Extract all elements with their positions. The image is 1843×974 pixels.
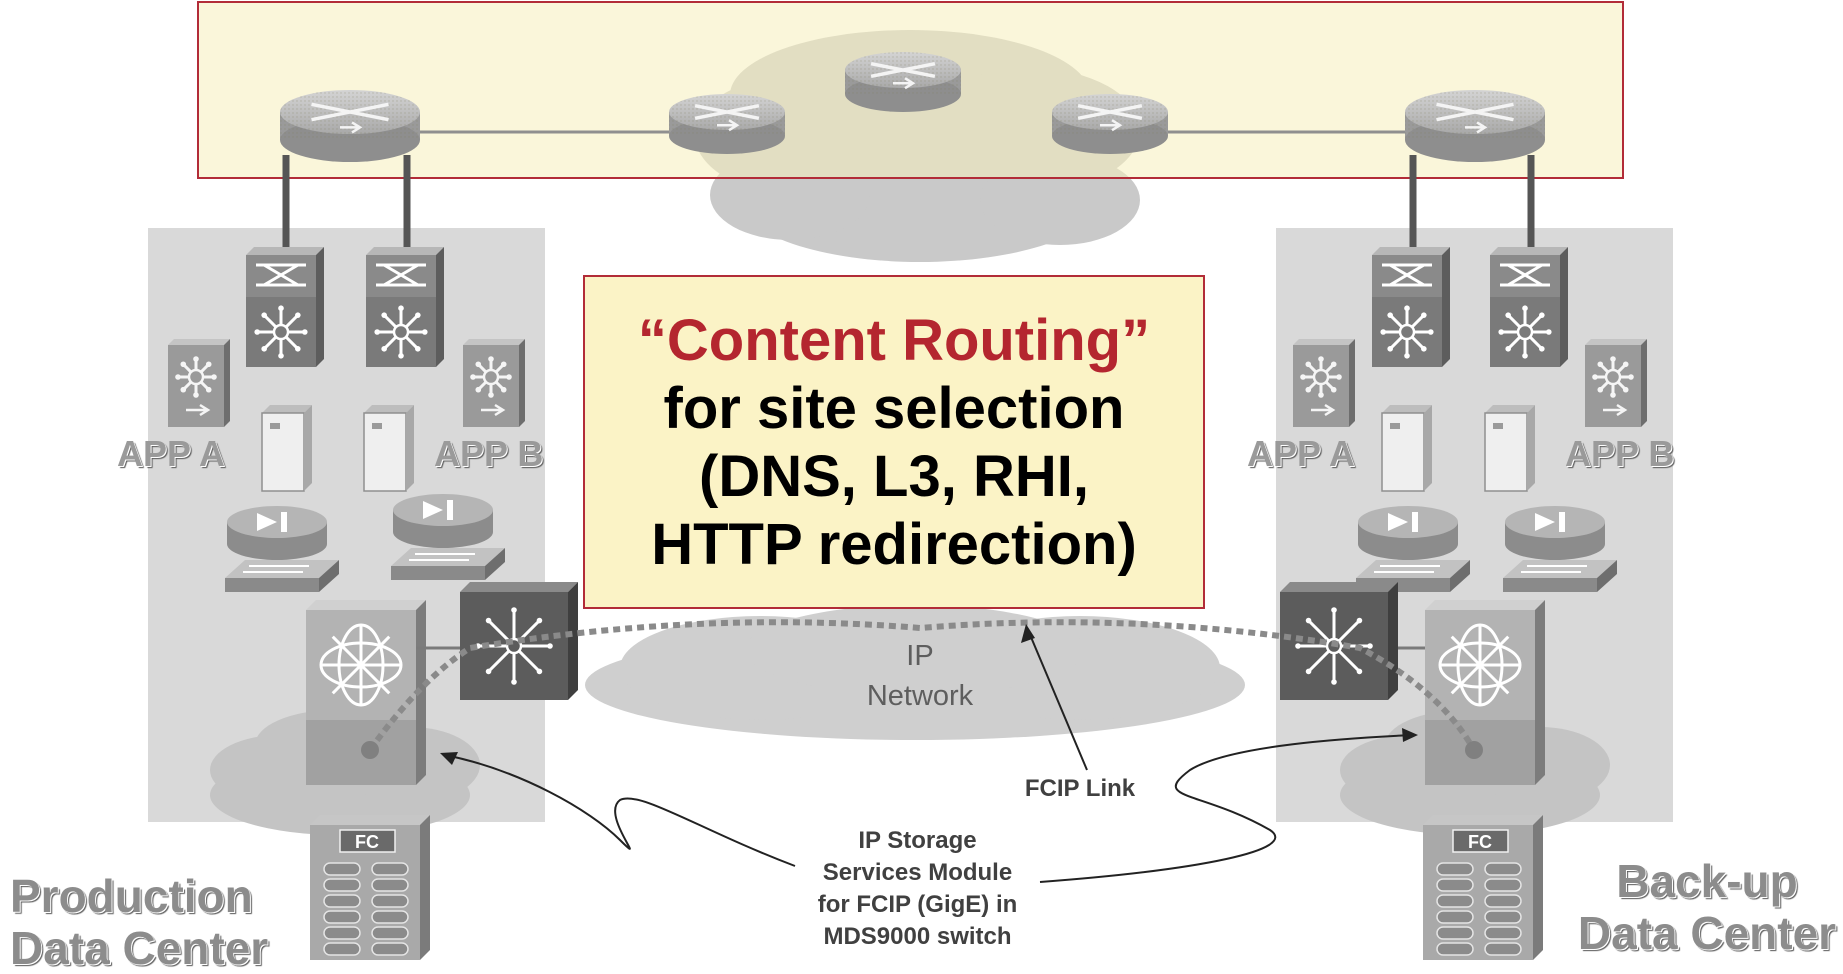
arrowheads [440, 624, 1418, 765]
content-switch-icon [1293, 339, 1355, 427]
multilayer-switch-icon [246, 247, 324, 367]
fcip-endpoint [1465, 741, 1483, 759]
site-label-line: Data Center [1577, 907, 1837, 959]
site-label-line: Back-up [1616, 855, 1798, 907]
site-label-line: Data Center [10, 922, 269, 974]
load-balancer-icon [391, 494, 505, 580]
ip-storage-label-line: Services Module [822, 859, 1013, 886]
ip-network-label: IP Network [820, 636, 1020, 716]
callout-line: (DNS, L3, RHI, [699, 444, 1089, 509]
callout-line: for site selection [663, 376, 1125, 441]
content-switch-icon [463, 339, 525, 427]
production-datacenter-label: Production Data Center [10, 870, 268, 974]
site-label-line: Production [10, 870, 253, 922]
multilayer-switch-icon [1490, 247, 1568, 367]
annotation-arrows [444, 629, 1414, 883]
fc-label: FC [355, 832, 379, 852]
uplinks [282, 155, 1535, 255]
mds-switch-icon [1425, 600, 1545, 785]
router-icon [669, 94, 785, 154]
callout-line: HTTP redirection) [651, 512, 1137, 577]
ip-storage-label: IP Storage Services Module for FCIP (Gig… [785, 825, 1050, 953]
ip-network-label-line: Network [866, 680, 974, 712]
callout-title: “Content Routing” [637, 308, 1151, 373]
load-balancer-icon [1356, 506, 1470, 592]
load-balancer-icon [225, 506, 339, 592]
mds-switch-icon [306, 600, 426, 785]
app-b-label: APP B [1565, 433, 1675, 474]
storage-array-icon: FC [1423, 815, 1543, 960]
multilayer-switch-icon [1280, 582, 1398, 700]
content-switch-icon [168, 339, 230, 427]
content-switch-icon [1585, 339, 1647, 427]
fc-label: FC [1468, 832, 1492, 852]
server-icon [1484, 405, 1535, 492]
router-icon [280, 90, 420, 162]
storage-array-icon: FC [310, 815, 430, 960]
router-icon [1405, 90, 1545, 162]
ip-network-label-line: IP [906, 640, 934, 672]
fcip-link-label: FCIP Link [1024, 775, 1136, 802]
fcip-endpoint [361, 741, 379, 759]
router-icon [845, 52, 961, 112]
ip-storage-label-line: MDS9000 switch [823, 923, 1012, 950]
ip-storage-label-line: for FCIP (GigE) in [817, 891, 1018, 918]
ip-network-cloud-icon [585, 605, 1245, 740]
server-icon [261, 405, 312, 492]
multilayer-switch-icon [366, 247, 444, 367]
load-balancer-icon [1503, 506, 1617, 592]
content-routing-callout: “Content Routing” for site selection (DN… [583, 275, 1205, 609]
router-icon [1052, 94, 1168, 154]
fcip-link-path [367, 619, 1477, 752]
ip-storage-label-line: IP Storage [858, 827, 977, 854]
app-a-label: APP A [1247, 433, 1356, 474]
server-icon [1381, 405, 1432, 492]
server-icon [363, 405, 414, 492]
app-a-label: APP A [117, 433, 226, 474]
backup-datacenter-label: Back-up Data Center [1572, 855, 1842, 959]
multilayer-switch-icon [1372, 247, 1450, 367]
app-b-label: APP B [434, 433, 544, 474]
